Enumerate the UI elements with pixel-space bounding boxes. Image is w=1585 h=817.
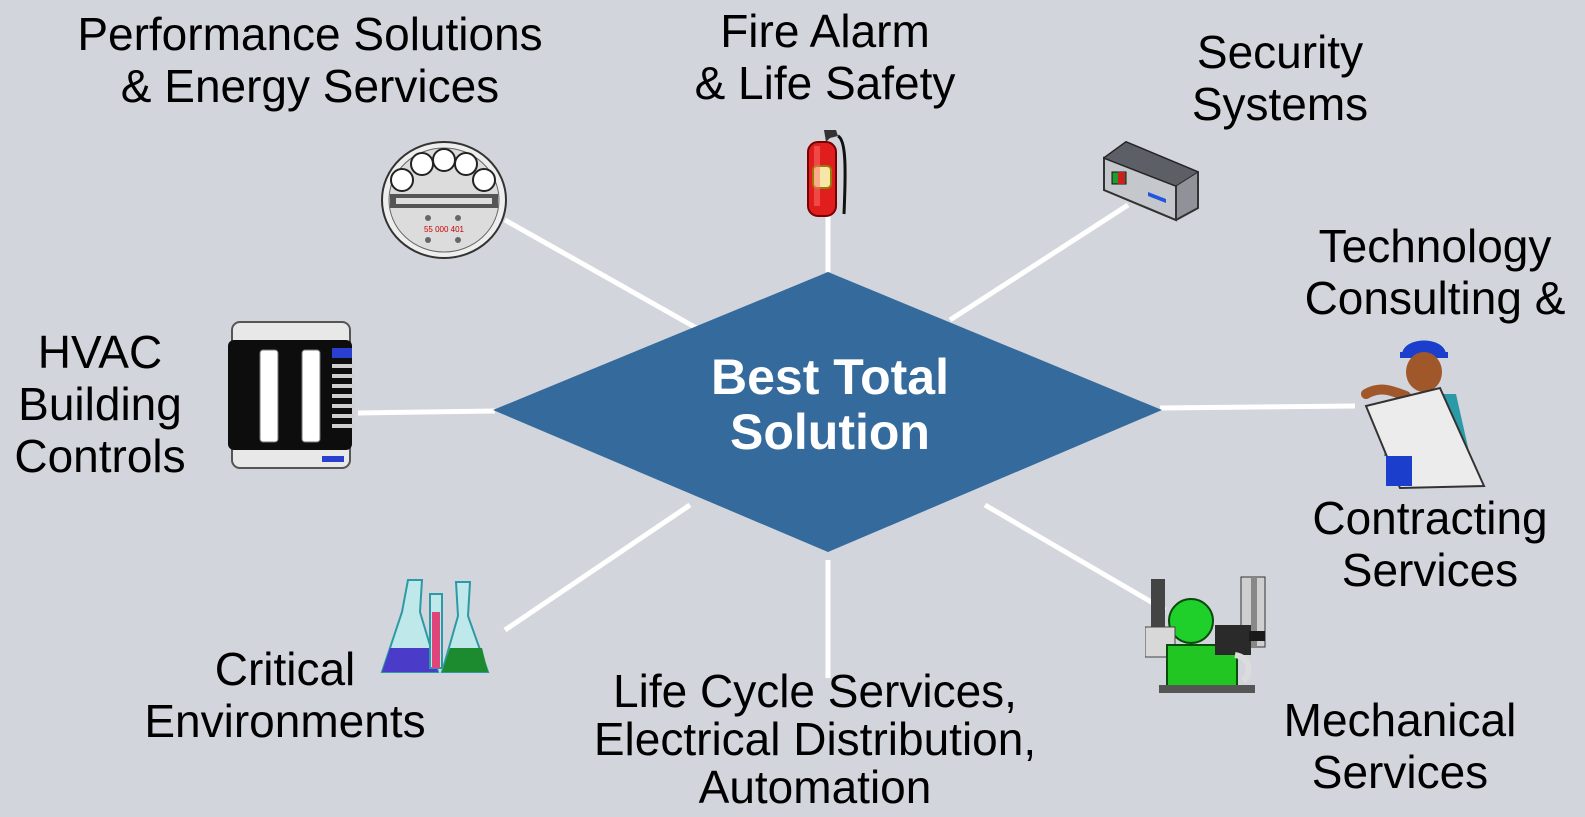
technology-line4: Services	[1341, 544, 1519, 596]
critical-line2: Environments	[144, 695, 426, 747]
node-lifecycle-label: Life Cycle Services, Electrical Distribu…	[570, 667, 1060, 811]
fire-line2: & Life Safety	[694, 57, 956, 109]
node-security-label: Security Systems	[1160, 26, 1400, 130]
technology-line2: Consulting &	[1304, 272, 1566, 324]
spoke-security	[948, 202, 1130, 323]
center-diamond	[493, 272, 1162, 552]
meter-icon: 55 000 401	[381, 141, 507, 259]
mechanical-line1: Mechanical	[1283, 694, 1517, 746]
center-title: Best Total Solution	[665, 350, 995, 460]
lifecycle-line1: Life Cycle Services,	[613, 665, 1017, 717]
node-mechanical-label: Mechanical Services	[1260, 694, 1540, 798]
mechanical-line2: Services	[1311, 746, 1489, 798]
center-title-line1: Best Total	[711, 349, 949, 405]
security-line1: Security	[1196, 26, 1364, 78]
node-fire-label: Fire Alarm & Life Safety	[660, 5, 990, 109]
technology-line3: Contracting	[1312, 492, 1548, 544]
performance-line1: Performance Solutions	[77, 8, 543, 60]
lifecycle-line3: Automation	[698, 761, 932, 813]
spoke-technology	[1159, 403, 1356, 411]
lab-flasks-icon	[380, 579, 490, 673]
spoke-performance	[503, 217, 702, 333]
critical-line1: Critical	[214, 643, 356, 695]
performance-line2: & Energy Services	[120, 60, 500, 112]
spoke-critical	[503, 502, 692, 633]
spoke-hvac	[357, 408, 496, 416]
node-critical-label: Critical Environments	[130, 643, 440, 747]
center-title-line2: Solution	[730, 404, 930, 460]
node-hvac-label: HVAC Building Controls	[5, 326, 195, 482]
spokes	[357, 202, 1356, 678]
controller-panel-icon	[228, 321, 354, 469]
lifecycle-line2: Electrical Distribution,	[593, 713, 1037, 765]
fire-line1: Fire Alarm	[720, 5, 930, 57]
hvac-line1: HVAC	[37, 326, 163, 378]
security-line2: Systems	[1191, 78, 1369, 130]
pump-machinery-icon	[1145, 576, 1266, 693]
node-technology-label-top: Technology Consulting &	[1290, 220, 1580, 324]
meter-reading: 55 000 401	[424, 225, 465, 234]
technology-line1: Technology	[1318, 220, 1552, 272]
hvac-line3: Controls	[14, 430, 186, 482]
card-reader-icon	[1102, 140, 1200, 222]
node-technology-label-bottom: Contracting Services	[1300, 492, 1560, 596]
hvac-line2: Building	[18, 378, 182, 430]
engineer-blueprint-icon	[1361, 340, 1486, 490]
spoke-mechanical	[983, 502, 1167, 613]
node-performance-label: Performance Solutions & Energy Services	[60, 8, 560, 112]
fire-extinguisher-icon	[807, 130, 847, 217]
